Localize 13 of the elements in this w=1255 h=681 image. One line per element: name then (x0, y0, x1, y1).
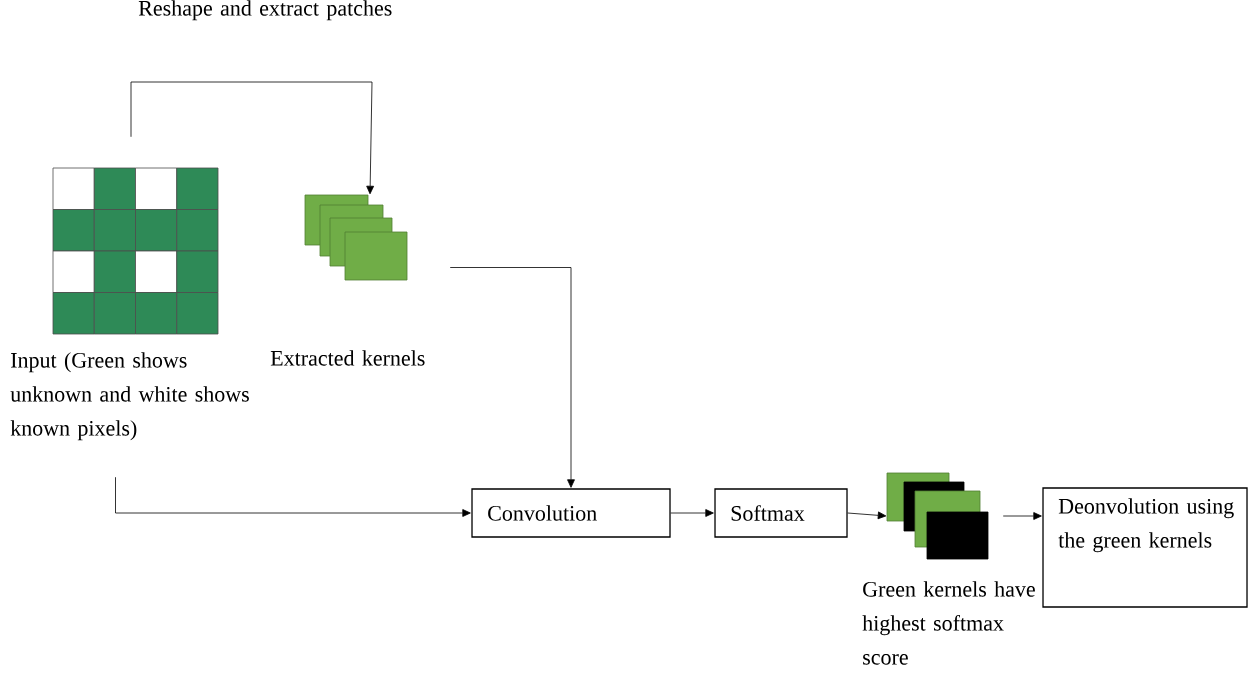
arrow (670, 509, 714, 517)
process-box: Deonvolution using the green kernels (1042, 487, 1248, 608)
node-caption: Extracted kernels (270, 350, 425, 366)
node-caption: Green kernels have highest softmax score (862, 581, 1035, 665)
arrow (847, 511, 887, 520)
edge-label: Reshape and extract patches (138, 0, 392, 21)
arrow (449, 267, 575, 488)
process-box: Softmax (714, 488, 848, 538)
process-box: Convolution (471, 488, 671, 538)
node-caption: Input (Green shows unknown and white shows known pixels) (10, 352, 249, 441)
arrow (115, 476, 471, 517)
arrow (130, 81, 375, 195)
arrow (1002, 512, 1042, 520)
